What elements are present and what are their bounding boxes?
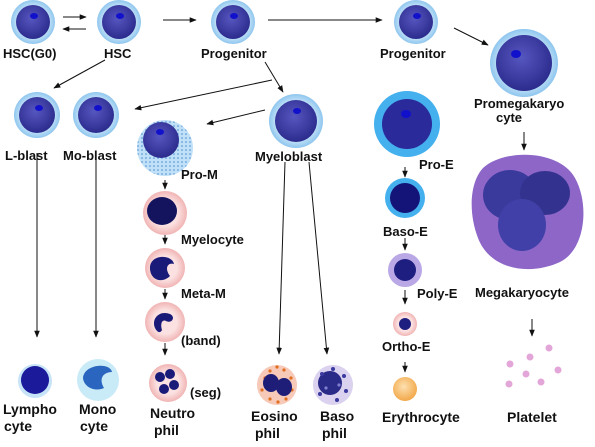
label-mo-blast: Mo-blast (63, 148, 117, 163)
label-monocyte-line2: cyte (80, 418, 108, 434)
label-megakaryocyte: Megakaryocyte (475, 285, 569, 300)
label-erythrocyte: Erythrocyte (382, 409, 460, 425)
cell-pro-e (374, 91, 440, 157)
label-myelocyte: Myelocyte (181, 232, 244, 247)
cell-myeloblast (269, 94, 323, 148)
cell-hsc (97, 0, 141, 44)
label-baso-e: Baso-E (383, 224, 428, 239)
label-hsc: HSC (104, 46, 132, 61)
label-poly-e: Poly-E (417, 286, 458, 301)
cell-erythrocyte (393, 377, 417, 401)
cell-progenitor-lymphoid (211, 0, 255, 44)
label-hsc-g0: HSC(G0) (3, 46, 56, 61)
label-neutrophil-line2: phil (154, 422, 179, 438)
arrow-hsc-to-l-blast (53, 59, 106, 89)
arrow-progenitor-to-mo-blast (134, 79, 273, 111)
arrow-progenitor-to-promegakaryocyte (453, 27, 489, 46)
label-eosinophil-line2: phil (255, 425, 280, 441)
cell-mo-blast (73, 92, 119, 138)
cell-band (145, 302, 185, 342)
label-meta-m: Meta-M (181, 286, 226, 301)
label-platelet: Platelet (507, 409, 557, 425)
cell-poly-e (388, 253, 422, 287)
label-eosinophil-line1: Eosino (251, 408, 298, 424)
cell-promegakaryocyte (490, 29, 558, 97)
cell-progenitor-erythroid (394, 0, 438, 44)
label-monocyte-line1: Mono (79, 401, 116, 417)
cell-myelocyte (143, 191, 187, 235)
label-myeloblast: Myeloblast (255, 149, 323, 164)
label-promegakaryocyte-line1: Promegakaryo (474, 96, 564, 111)
cell-seg (149, 364, 187, 402)
arrow-myeloblast-to-basophil (308, 161, 330, 355)
label-progenitor-erythroid: Progenitor (380, 46, 446, 61)
label-basophil-line2: phil (322, 425, 347, 441)
cell-l-blast (14, 92, 60, 138)
cell-baso-e (385, 178, 425, 218)
cell-ortho-e (393, 312, 417, 336)
arrow-myeloblast-to-eosinophil (276, 161, 286, 355)
cell-basophil (313, 365, 353, 405)
cell-monocyte (77, 359, 119, 401)
cell-meta-m (145, 248, 185, 288)
label-seg: (seg) (190, 385, 221, 400)
label-band: (band) (181, 333, 221, 348)
platelets (505, 344, 562, 388)
cell-pro-m (137, 120, 193, 176)
arrow-progenitor-to-myeloblast (264, 61, 284, 93)
cell-hsc-g0 (11, 0, 55, 44)
label-pro-e: Pro-E (419, 157, 454, 172)
cell-eosinophil (257, 365, 297, 405)
cell-lymphocyte (18, 364, 52, 398)
label-promegakaryocyte-line2: cyte (496, 110, 522, 125)
cell-megakaryocyte (471, 154, 584, 270)
label-ortho-e: Ortho-E (382, 339, 431, 354)
labels: HSC(G0) HSC Progenitor Progenitor Promeg… (3, 46, 569, 441)
label-l-blast: L-blast (5, 148, 48, 163)
label-lymphocyte-line1: Lympho (3, 401, 57, 417)
label-pro-m: Pro-M (181, 167, 218, 182)
label-lymphocyte-line2: cyte (4, 418, 32, 434)
arrow-myeloblast-to-pro-m (206, 109, 266, 126)
arrows (34, 14, 535, 373)
label-progenitor-lymphoid: Progenitor (201, 46, 267, 61)
label-neutrophil-line1: Neutro (150, 405, 195, 421)
label-basophil-line1: Baso (320, 408, 354, 424)
